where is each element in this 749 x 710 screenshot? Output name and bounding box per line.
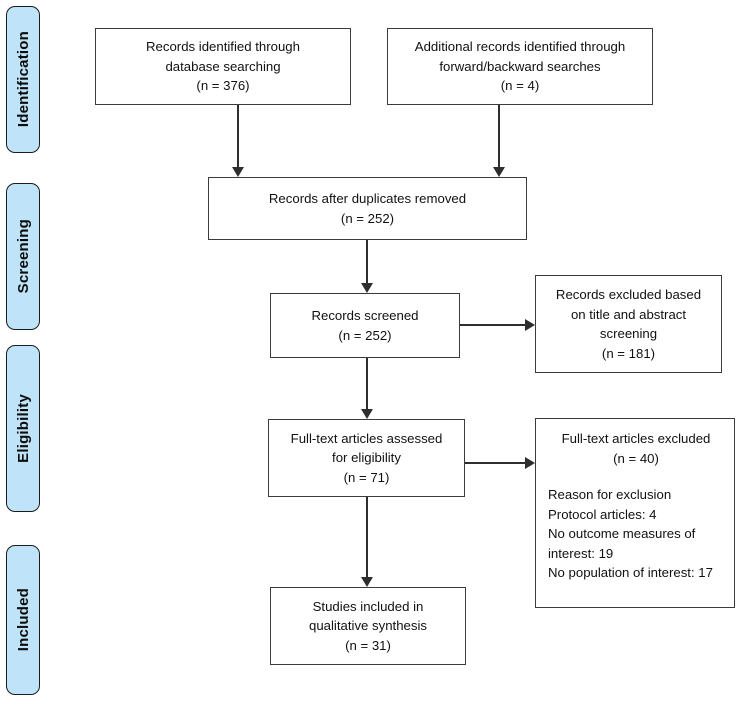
node-database-search-line-1: Records identified through [146, 39, 300, 55]
node-fulltext-excluded-reason-2: No outcome measures of [548, 526, 696, 541]
connector-duplicates-to-screened [366, 240, 368, 283]
node-fulltext-assessed-count: (n = 71) [343, 469, 390, 485]
connector-fulltext-to-included [366, 497, 368, 577]
node-records-excluded-line-3: screening [599, 326, 658, 341]
phase-label-identification: Identification [6, 6, 40, 153]
node-records-excluded-line-1: Records excluded based [555, 287, 702, 302]
node-fulltext-excluded: Full-text articles excluded (n = 40) Rea… [535, 418, 735, 608]
node-fulltext-excluded-reasons-title: Reason for exclusion [548, 487, 672, 502]
node-studies-included-line-1: Studies included in [312, 598, 424, 614]
connector-additional-records-to-duplicates [498, 105, 500, 167]
arrowhead-duplicates-to-screened [360, 283, 373, 293]
node-fulltext-excluded-reason-1: Protocol articles: 4 [548, 506, 657, 522]
node-database-search-line-2: database searching [165, 58, 281, 74]
node-duplicates-removed-line-1: Records after duplicates removed [268, 191, 467, 206]
node-fulltext-assessed-line-2: for eligibility [332, 450, 401, 466]
node-additional-records: Additional records identified through fo… [387, 28, 653, 105]
node-database-search: Records identified through database sear… [95, 28, 351, 105]
arrowhead-screened-to-excluded [525, 318, 535, 331]
node-fulltext-assessed: Full-text articles assessed for eligibil… [268, 419, 465, 497]
arrowhead-fulltext-to-fulltext-excluded [525, 456, 535, 469]
node-studies-included: Studies included in qualitative synthesi… [270, 587, 466, 665]
node-fulltext-assessed-line-1: Full-text articles assessed [290, 430, 443, 446]
connector-screened-to-excluded [460, 324, 525, 326]
node-studies-included-count: (n = 31) [345, 637, 391, 653]
node-records-excluded-line-2: on title and abstract [570, 306, 687, 322]
node-fulltext-excluded-heading-1: Full-text articles excluded [561, 431, 711, 446]
arrowhead-screened-to-fulltext [360, 409, 373, 419]
node-duplicates-removed: Records after duplicates removed (n = 25… [208, 177, 527, 240]
node-studies-included-line-2: qualitative synthesis [308, 618, 428, 634]
node-additional-records-line-1: Additional records identified through [414, 39, 626, 55]
node-fulltext-excluded-spacer [548, 468, 724, 485]
node-duplicates-removed-count: (n = 252) [340, 210, 395, 226]
node-records-excluded-count: (n = 181) [601, 345, 656, 361]
node-additional-records-line-2: forward/backward searches [439, 58, 601, 74]
node-database-search-count: (n = 376) [196, 78, 250, 94]
connector-screened-to-fulltext [366, 358, 368, 409]
phase-label-eligibility-text: Eligibility [14, 394, 32, 463]
node-records-excluded: Records excluded based on title and abst… [535, 275, 722, 373]
arrowhead-additional-records-to-duplicates [492, 167, 505, 177]
node-fulltext-excluded-count: (n = 40) [613, 450, 659, 466]
phase-label-included: Included [6, 545, 40, 695]
phase-label-eligibility: Eligibility [6, 345, 40, 512]
node-records-screened-count: (n = 252) [338, 327, 392, 343]
connector-database-search-to-duplicates [237, 105, 239, 167]
phase-label-included-text: Included [14, 588, 32, 652]
connector-fulltext-to-fulltext-excluded [465, 462, 525, 464]
node-records-screened: Records screened (n = 252) [270, 293, 460, 358]
node-fulltext-excluded-reason-4: No population of interest: 17 [548, 565, 713, 580]
node-additional-records-count: (n = 4) [500, 78, 540, 94]
phase-label-screening-text: Screening [14, 219, 32, 294]
arrowhead-fulltext-to-included [360, 577, 373, 587]
phase-label-identification-text: Identification [14, 31, 32, 128]
arrowhead-database-search-to-duplicates [231, 167, 244, 177]
node-fulltext-excluded-reason-3: interest: 19 [548, 545, 614, 561]
node-records-screened-line-1: Records screened [311, 308, 419, 323]
phase-label-screening: Screening [6, 183, 40, 330]
